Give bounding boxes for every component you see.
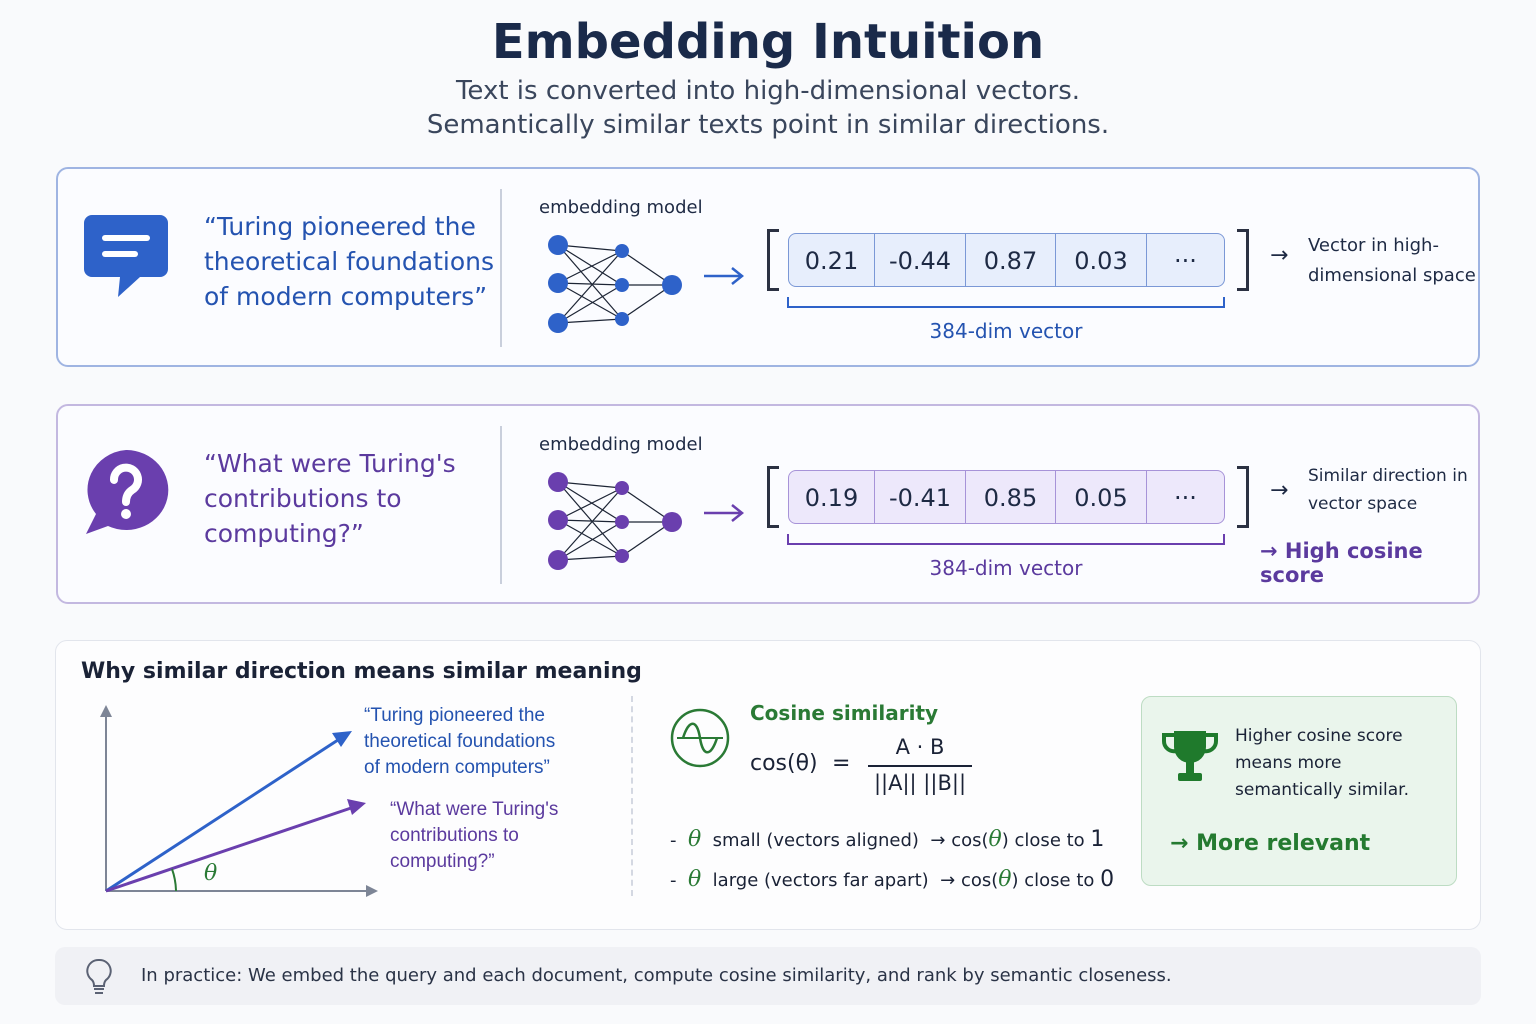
left-bracket xyxy=(767,229,779,291)
query-embedding-card: “What were Turing's contributions to com… xyxy=(56,404,1480,604)
panel-title: Why similar direction means similar mean… xyxy=(81,659,642,684)
more-relevant-label: → More relevant xyxy=(1170,831,1371,856)
side-arrow: → xyxy=(1270,478,1289,503)
right-bracket xyxy=(1237,229,1249,291)
explanation-panel: Why similar direction means similar mean… xyxy=(55,640,1481,930)
rule-value: 0 xyxy=(1100,867,1115,892)
embedding-model-label: embedding model xyxy=(539,197,703,218)
cos-suffix: ) close to xyxy=(1001,830,1085,851)
right-bracket xyxy=(1237,466,1249,528)
rule-arrow: → xyxy=(940,870,956,891)
rule-value: 1 xyxy=(1090,827,1105,852)
angle-label: θ xyxy=(204,861,217,886)
formula-equals: = xyxy=(832,751,851,776)
formula-numerator: A · B xyxy=(895,735,945,759)
document-vector xyxy=(105,736,342,893)
document-embedding-card: “Turing pioneered the theoretical founda… xyxy=(56,167,1480,367)
lightbulb-icon xyxy=(86,958,112,994)
practice-footer: In practice: We embed the query and each… xyxy=(55,947,1481,1005)
chat-bubble-icon xyxy=(84,215,168,297)
vector-cell: 0.85 xyxy=(966,471,1056,523)
vector-cell: 0.87 xyxy=(966,234,1056,286)
vector-angle-plot: θ “Turing pioneered the theoretical foun… xyxy=(100,705,564,897)
bullet-dash: - xyxy=(670,870,677,891)
wave-icon xyxy=(670,708,730,768)
footer-text: In practice: We embed the query and each… xyxy=(141,965,1172,986)
vector-cell: 0.03 xyxy=(1056,234,1147,286)
similar-direction-note: Similar direction in vector space xyxy=(1308,466,1468,514)
vector-cell: 0.19 xyxy=(789,471,875,523)
cosine-similarity-title: Cosine similarity xyxy=(750,701,939,725)
subtitle-line-2: Semantically similar texts point in simi… xyxy=(426,110,1110,140)
dimension-brace xyxy=(787,534,1225,545)
side-arrow: → xyxy=(1270,243,1289,268)
cos-suffix: ) close to xyxy=(1011,870,1095,891)
vector-cell: 0.05 xyxy=(1056,471,1147,523)
bullet-dash: - xyxy=(670,830,677,851)
small-angle-rule: - θ small (vectors aligned) → cos(θ) clo… xyxy=(670,827,1104,852)
embedding-model-label: embedding model xyxy=(539,434,703,455)
neural-network-icon xyxy=(548,472,682,570)
query-quote: “What were Turing's contributions to com… xyxy=(204,449,456,548)
document-vector-label: “Turing pioneered the theoretical founda… xyxy=(364,705,560,778)
dimension-brace xyxy=(787,297,1225,308)
takeaway-text: Higher cosine score means more semantica… xyxy=(1235,726,1409,800)
formula-lhs: cos(θ) xyxy=(750,751,818,776)
vector-cell: ··· xyxy=(1174,484,1197,512)
formula-denominator: ||A|| ||B|| xyxy=(873,771,967,795)
vector-cell: -0.44 xyxy=(875,234,966,286)
fraction-bar xyxy=(868,765,972,767)
vector-cells: 0.21 -0.44 0.87 0.03 ··· xyxy=(788,233,1225,287)
vector-cells: 0.19 -0.41 0.85 0.05 ··· xyxy=(788,470,1225,524)
arrow-right-icon xyxy=(704,504,745,522)
subtitle-line-1: Text is converted into high-dimensional … xyxy=(455,76,1081,106)
neural-network-icon xyxy=(548,235,682,333)
dimension-label: 384-dim vector xyxy=(929,319,1083,343)
cos-prefix: cos( xyxy=(951,830,989,851)
rule-condition: small (vectors aligned) xyxy=(712,830,919,851)
document-vector-arrowhead xyxy=(332,731,352,747)
query-vector xyxy=(105,805,355,893)
theta-symbol: θ xyxy=(687,827,702,852)
document-quote: “Turing pioneered the theoretical founda… xyxy=(204,212,495,311)
vector-cell: ··· xyxy=(1174,247,1197,275)
theta-symbol: θ xyxy=(998,867,1012,892)
angle-arc xyxy=(171,868,177,892)
high-cosine-score-label: → High cosine score xyxy=(1260,539,1423,587)
theta-symbol: θ xyxy=(988,827,1002,852)
trophy-icon xyxy=(1162,731,1218,781)
arrow-right-icon xyxy=(704,267,745,285)
theta-symbol: θ xyxy=(687,867,702,892)
query-vector-arrowhead xyxy=(347,799,366,815)
card-divider xyxy=(500,426,502,584)
vector-cell: -0.41 xyxy=(875,471,966,523)
query-vector-label: “What were Turing's contributions to com… xyxy=(390,799,564,872)
takeaway-box: Higher cosine score means more semantica… xyxy=(1141,696,1457,886)
rule-condition: large (vectors far apart) xyxy=(712,870,929,891)
embedding-vector: 0.19 -0.41 0.85 0.05 ··· xyxy=(767,466,1249,536)
question-bubble-icon xyxy=(86,449,169,534)
vector-space-note: Vector in high-dimensional space xyxy=(1308,235,1476,286)
embedding-vector: 0.21 -0.44 0.87 0.03 ··· xyxy=(767,229,1249,299)
panel-divider xyxy=(631,696,633,896)
y-axis-arrowhead xyxy=(100,705,112,717)
card-divider xyxy=(500,189,502,347)
left-bracket xyxy=(767,466,779,528)
page-title: Embedding Intuition xyxy=(491,14,1045,70)
vector-cell: 0.21 xyxy=(789,234,875,286)
x-axis-arrowhead xyxy=(366,885,378,897)
large-angle-rule: - θ large (vectors far apart) → cos(θ) c… xyxy=(670,867,1114,892)
rule-arrow: → xyxy=(930,830,946,851)
cos-prefix: cos( xyxy=(960,870,999,891)
dimension-label: 384-dim vector xyxy=(929,556,1083,580)
